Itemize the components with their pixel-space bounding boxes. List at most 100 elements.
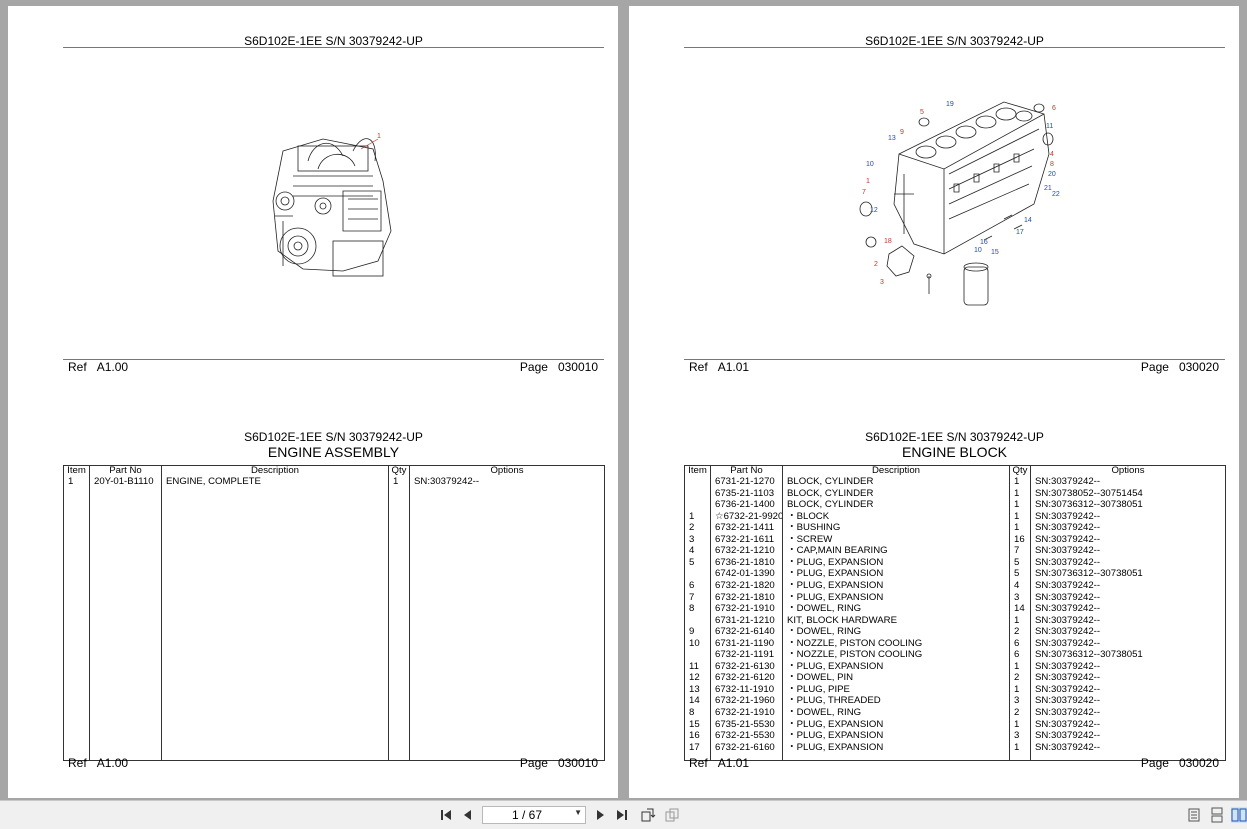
cell-item: 9: [689, 626, 695, 638]
cell-desc: ・PLUG, EXPANSION: [787, 730, 884, 742]
cell-part: 6732-21-1810: [715, 591, 775, 603]
table-header-opt: Options: [1111, 465, 1145, 476]
page-number: 030020: [1178, 360, 1219, 374]
cell-desc: ・DOWEL, RING: [787, 626, 862, 638]
cell-part: 6732-21-6120: [715, 672, 775, 684]
page-label: Page: [1140, 360, 1169, 374]
table-header-item: Item: [688, 465, 707, 476]
header-rule: [684, 47, 1225, 48]
cell-qty: 1: [1014, 476, 1020, 487]
cell-item: 7: [689, 591, 695, 603]
next-page-icon[interactable]: [592, 807, 608, 823]
cell-qty: 1: [1014, 487, 1020, 499]
cell-qty: 7: [1014, 545, 1020, 557]
last-page-icon[interactable]: [614, 807, 630, 823]
cell-desc: ・PLUG, EXPANSION: [787, 591, 884, 603]
sheet-header-title: S6D102E-1EE S/N 30379242-UP: [865, 34, 1044, 48]
cell-part: 6732-11-1910: [715, 683, 775, 695]
table-column-divider: [388, 466, 389, 760]
cell-desc: ・PLUG, PIPE: [787, 683, 850, 695]
table-header-part: Part No: [730, 465, 763, 476]
cell-opt: SN:30379242--: [1035, 637, 1101, 649]
first-page-icon[interactable]: [438, 807, 454, 823]
ref-label: Ref: [68, 756, 87, 770]
cell-opt: SN:30379242--: [1035, 591, 1101, 603]
cell-desc: ・BLOCK: [787, 510, 830, 522]
table-header-opt: Options: [490, 465, 524, 476]
sheet-subtitle: ENGINE BLOCK: [901, 444, 1008, 460]
callout-1: 1: [377, 133, 381, 140]
cell-part: 6742-01-1390: [715, 568, 775, 580]
cell-item: 3: [689, 533, 695, 545]
callout-2: 2: [874, 261, 878, 268]
cell-qty: 2: [1014, 672, 1020, 684]
ref-label: Ref: [689, 756, 708, 770]
cell-opt: SN:30379242--: [1035, 614, 1101, 626]
cell-part: 6735-21-1103: [715, 487, 775, 499]
rotate-icon[interactable]: [640, 807, 656, 823]
cell-item: 8: [689, 603, 695, 615]
cell-opt: SN:30379242--: [1035, 476, 1101, 487]
cell-desc: ・PLUG, EXPANSION: [787, 568, 884, 580]
cell-desc: ・PLUG, THREADED: [787, 695, 881, 707]
cell-item: 4: [689, 545, 695, 557]
cell-qty: 1: [1014, 510, 1020, 522]
callout-18: 18: [884, 238, 892, 245]
ref-label: Ref: [689, 360, 708, 374]
ref-label: Ref: [68, 360, 87, 374]
single-page-icon[interactable]: [1186, 807, 1202, 823]
callout-14: 14: [1024, 217, 1032, 224]
continuous-icon[interactable]: [1209, 807, 1225, 823]
cell-qty: 1: [393, 476, 399, 487]
table-header-desc: Description: [251, 465, 299, 476]
cell-opt: SN:30379242--: [414, 476, 480, 487]
cell-desc: ・NOZZLE, PISTON COOLING: [787, 637, 923, 649]
page-label: Page: [519, 756, 548, 770]
cell-part: 6736-21-1400: [715, 499, 775, 511]
ref-value: A1.01: [717, 756, 750, 770]
cell-qty: 2: [1014, 626, 1020, 638]
sheet-header-title: S6D102E-1EE S/N 30379242-UP: [244, 430, 423, 444]
cell-opt: SN:30379242--: [1035, 556, 1101, 568]
cell-item: 17: [689, 741, 700, 753]
cell-desc: BLOCK, CYLINDER: [787, 499, 874, 511]
ref-value: A1.01: [717, 360, 750, 374]
page-number-input[interactable]: 1 / 67 ▼: [482, 806, 586, 824]
cell-desc: ・DOWEL, RING: [787, 603, 862, 615]
table-column-divider: [1009, 466, 1010, 760]
cell-desc: ENGINE, COMPLETE: [166, 476, 261, 487]
cell-item: 10: [689, 637, 700, 649]
cell-qty: 5: [1014, 568, 1020, 580]
chevron-down-icon[interactable]: ▼: [574, 808, 582, 817]
cell-qty: 6: [1014, 649, 1020, 661]
cell-opt: SN:30379242--: [1035, 660, 1101, 672]
prev-page-icon[interactable]: [460, 807, 476, 823]
cell-desc: BLOCK, CYLINDER: [787, 476, 874, 487]
sheet-illustration-block: S6D102E-1EE S/N 30379242-UP: [629, 6, 1239, 402]
copy-icon[interactable]: [664, 807, 680, 823]
cell-opt: SN:30379242--: [1035, 672, 1101, 684]
ref-value: A1.00: [96, 360, 129, 374]
cell-qty: 4: [1014, 579, 1020, 591]
callout-10b: 10: [974, 247, 982, 254]
callout-10: 10: [866, 161, 874, 168]
cell-qty: 1: [1014, 741, 1020, 753]
two-page-icon[interactable]: [1231, 807, 1247, 823]
cell-part: 20Y-01-B1110: [94, 476, 154, 487]
cell-part: 6732-21-1210: [715, 545, 775, 557]
cell-item: 5: [689, 556, 695, 568]
cell-part: 6732-21-1411: [715, 522, 775, 534]
